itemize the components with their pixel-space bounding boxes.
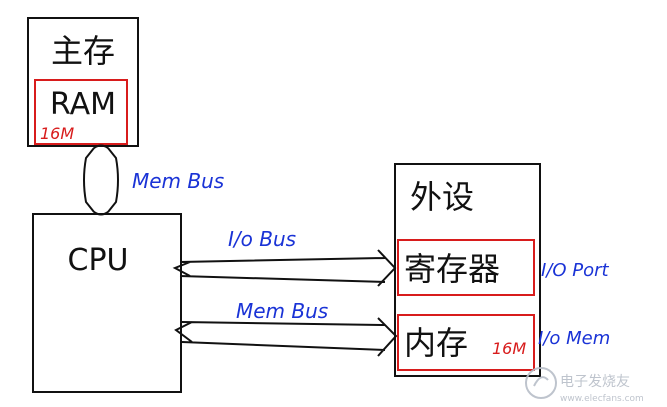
peripheral-title: 外设 [410, 178, 474, 216]
io-mem-note: I/o Mem [538, 328, 610, 349]
main-memory-title: 主存 [51, 32, 115, 70]
ram-label: RAM [50, 87, 116, 122]
main-memory-box [27, 17, 139, 147]
peripheral-memory-box [397, 314, 535, 371]
watermark-url: www.elecfans.com [560, 394, 644, 404]
mem-bus-bottom-arrow [174, 317, 398, 357]
peripheral-memory-size-note: 16M [492, 339, 526, 358]
peripheral-box [394, 163, 541, 377]
peripheral-memory-label: 内存 [404, 324, 468, 362]
mem-bus-bottom-label: Mem Bus [236, 299, 328, 323]
watermark-text: 电子发烧友 [560, 374, 630, 390]
mem-bus-vertical-arrow [83, 144, 119, 216]
register-label: 寄存器 [404, 250, 500, 288]
register-box [397, 239, 535, 296]
ram-size-note: 16M [40, 124, 74, 143]
mem-bus-top-label: Mem Bus [132, 169, 224, 193]
watermark-logo: 电子发烧友 www.elecfans.com [525, 367, 644, 404]
io-bus-arrow [172, 249, 397, 287]
ram-box [34, 79, 128, 145]
cpu-box [32, 213, 182, 393]
cpu-label: CPU [68, 243, 129, 278]
io-bus-label: I/o Bus [228, 227, 296, 251]
io-port-note: I/O Port [541, 260, 610, 281]
